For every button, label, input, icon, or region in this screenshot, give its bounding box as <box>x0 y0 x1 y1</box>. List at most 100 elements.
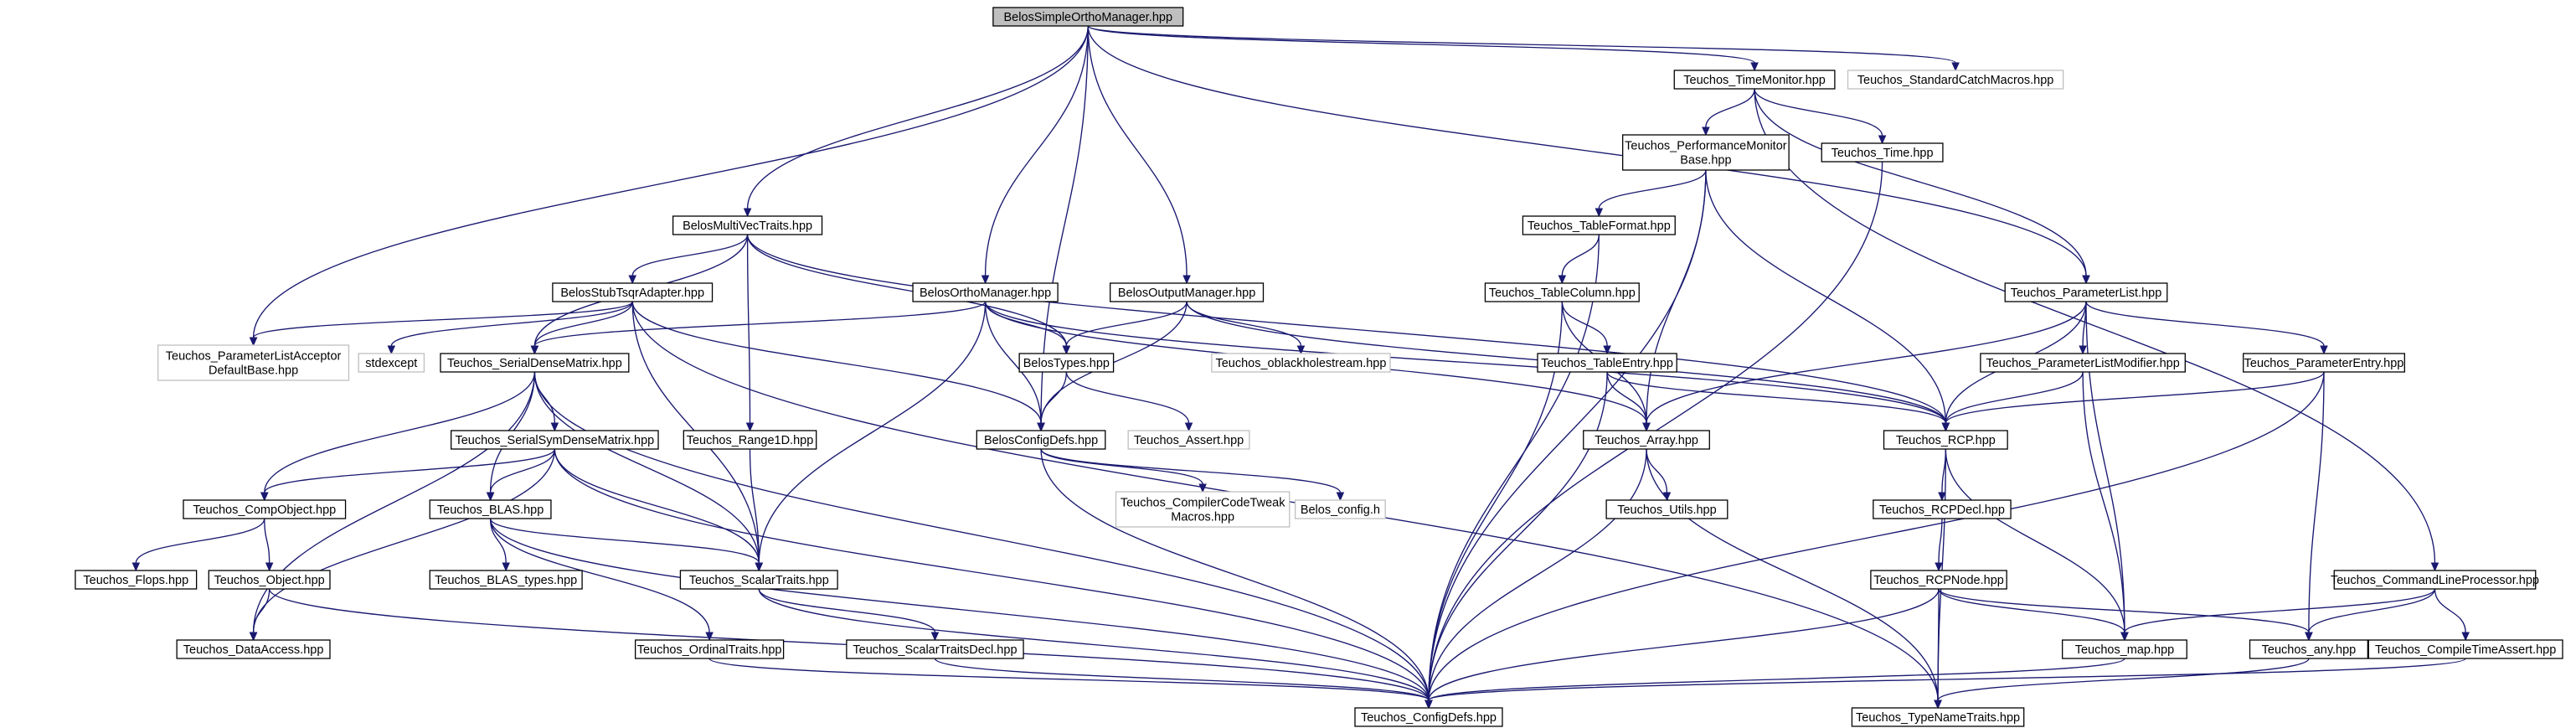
node-parameter-entry[interactable]: Teuchos_ParameterEntry.hpp <box>2243 353 2405 373</box>
node-belos-output-manager[interactable]: BelosOutputManager.hpp <box>1110 282 1265 302</box>
node-blas-types[interactable]: Teuchos_BLAS_types.hpp <box>429 570 583 590</box>
arrowhead <box>755 562 764 572</box>
dependency-edge <box>984 301 1042 424</box>
node-flops[interactable]: Teuchos_Flops.hpp <box>75 570 198 590</box>
node-box <box>2062 639 2187 659</box>
node-ordinal-traits[interactable]: Teuchos_OrdinalTraits.hpp <box>634 639 785 659</box>
node-table-format[interactable]: Teuchos_TableFormat.hpp <box>1522 215 1676 235</box>
dependency-edge <box>1938 588 2125 633</box>
node-box <box>2243 353 2405 373</box>
node-table-column[interactable]: Teuchos_TableColumn.hpp <box>1484 282 1640 302</box>
node-range1-d[interactable]: Teuchos_Range1D.hpp <box>683 430 817 450</box>
node-label: BelosOrthoManager.hpp <box>920 287 1051 300</box>
node-label: Teuchos_RCPDecl.hpp <box>1879 503 2005 517</box>
node-serial-sym-dense-matrix[interactable]: Teuchos_SerialSymDenseMatrix.hpp <box>451 430 659 450</box>
arrowhead <box>1642 422 1651 432</box>
arrowhead <box>2320 345 2328 355</box>
dependency-edge <box>1937 658 2310 701</box>
node-any[interactable]: Teuchos_any.hpp <box>2249 639 2368 659</box>
node-belos-ortho-manager[interactable]: BelosOrthoManager.hpp <box>912 282 1059 302</box>
node-box <box>1980 353 2186 373</box>
node-belos-multi-vec-traits[interactable]: BelosMultiVecTraits.hpp <box>672 215 823 235</box>
dependency-edge <box>1065 371 1190 424</box>
node-label: Teuchos_BLAS.hpp <box>437 503 544 517</box>
dependency-edge <box>1428 371 2325 701</box>
arrowhead <box>1558 275 1567 285</box>
node-box <box>976 430 1106 450</box>
node-type-name-traits[interactable]: Teuchos_TypeNameTraits.hpp <box>1851 707 2025 727</box>
node-belos-config-defs[interactable]: BelosConfigDefs.hpp <box>976 430 1106 450</box>
node-rcpdecl[interactable]: Teuchos_RCPDecl.hpp <box>1873 499 2012 519</box>
node-compile-time-assert[interactable]: Teuchos_CompileTimeAssert.hpp <box>2367 639 2563 659</box>
node-box <box>358 353 425 373</box>
dependency-edge <box>1087 25 1188 276</box>
node-box <box>1583 430 1710 450</box>
arrowhead <box>2082 275 2090 285</box>
node-belos-stub-tsqr-adapter[interactable]: BelosStubTsqrAdapter.hpp <box>552 282 714 302</box>
node-blas[interactable]: Teuchos_BLAS.hpp <box>429 499 552 519</box>
node-parameter-list-modifier[interactable]: Teuchos_ParameterListModifier.hpp <box>1980 353 2186 373</box>
node-serial-dense-matrix[interactable]: Teuchos_SerialDenseMatrix.hpp <box>440 353 630 373</box>
dependency-edge <box>1938 588 2310 633</box>
node-object[interactable]: Teuchos_Object.hpp <box>208 570 331 590</box>
node-data-access[interactable]: Teuchos_DataAccess.hpp <box>176 639 331 659</box>
node-box <box>2249 639 2368 659</box>
arrowhead <box>1702 126 1710 137</box>
arrowhead <box>502 562 510 572</box>
node-array[interactable]: Teuchos_Array.hpp <box>1583 430 1710 450</box>
dependency-edge <box>264 371 536 493</box>
arrowhead <box>705 632 714 642</box>
dependency-edge <box>264 518 270 564</box>
dependency-edge <box>1754 88 2087 276</box>
node-comp-object[interactable]: Teuchos_CompObject.hpp <box>183 499 347 519</box>
node-command-line-processor[interactable]: Teuchos_CommandLineProcessor.hpp <box>2331 570 2539 590</box>
node-time[interactable]: Teuchos_Time.hpp <box>1821 142 1944 163</box>
dependency-edge <box>2124 588 2436 633</box>
dependency-edge <box>1705 169 1947 424</box>
node-box <box>1847 70 2064 90</box>
arrowhead <box>1062 345 1071 355</box>
arrowhead <box>1296 345 1306 355</box>
node-label: Teuchos_TableEntry.hpp <box>1541 357 1673 370</box>
node-utils[interactable]: Teuchos_Utils.hpp <box>1605 499 1728 519</box>
node-scalar-traits[interactable]: Teuchos_ScalarTraits.hpp <box>679 570 838 590</box>
node-box <box>429 570 583 590</box>
arrowhead <box>1198 483 1207 493</box>
node-rcpnode[interactable]: Teuchos_RCPNode.hpp <box>1870 570 2007 590</box>
node-assert: Teuchos_Assert.hpp <box>1127 430 1250 450</box>
dependency-edge <box>252 448 556 633</box>
node-table-entry[interactable]: Teuchos_TableEntry.hpp <box>1537 353 1677 373</box>
dependency-edge <box>1754 88 1883 137</box>
dependency-edge <box>758 588 936 633</box>
node-label: Teuchos_TableColumn.hpp <box>1489 287 1636 300</box>
node-box <box>992 7 1184 27</box>
node-map[interactable]: Teuchos_map.hpp <box>2062 639 2187 659</box>
node-config-defs[interactable]: Teuchos_ConfigDefs.hpp <box>1354 707 1503 727</box>
node-time-monitor[interactable]: Teuchos_TimeMonitor.hpp <box>1673 70 1836 90</box>
dependency-edge <box>554 448 760 564</box>
arrowhead <box>260 492 269 502</box>
arrowhead <box>1935 562 1943 572</box>
node-scalar-traits-decl[interactable]: Teuchos_ScalarTraitsDecl.hpp <box>846 639 1024 659</box>
arrowhead <box>1941 422 1950 432</box>
node-parameter-list-acceptor-default-base: Teuchos_ParameterListAcceptorDefaultBase… <box>157 344 350 381</box>
node-label: Teuchos_ParameterList.hpp <box>2011 287 2162 300</box>
dependency-edge <box>252 588 270 633</box>
edge-layer <box>131 25 2470 710</box>
dependency-edge <box>489 518 710 633</box>
node-belos-types[interactable]: BelosTypes.hpp <box>1018 353 1115 373</box>
node-label: Teuchos_PerformanceMonitor <box>1625 140 1787 153</box>
node-rcp[interactable]: Teuchos_RCP.hpp <box>1883 430 2008 450</box>
node-belos-simple-ortho-manager[interactable]: BelosSimpleOrthoManager.hpp <box>992 7 1184 27</box>
node-box <box>679 570 838 590</box>
node-stdexcept: stdexcept <box>358 353 425 373</box>
node-label: Teuchos_CompObject.hpp <box>193 503 336 517</box>
dependency-edge <box>934 658 1430 701</box>
node-label: BelosSimpleOrthoManager.hpp <box>1004 11 1173 24</box>
node-box <box>1522 215 1676 235</box>
dependency-edge <box>533 371 760 564</box>
node-parameter-list[interactable]: Teuchos_ParameterList.hpp <box>2004 282 2168 302</box>
dependency-edge <box>984 25 1089 276</box>
